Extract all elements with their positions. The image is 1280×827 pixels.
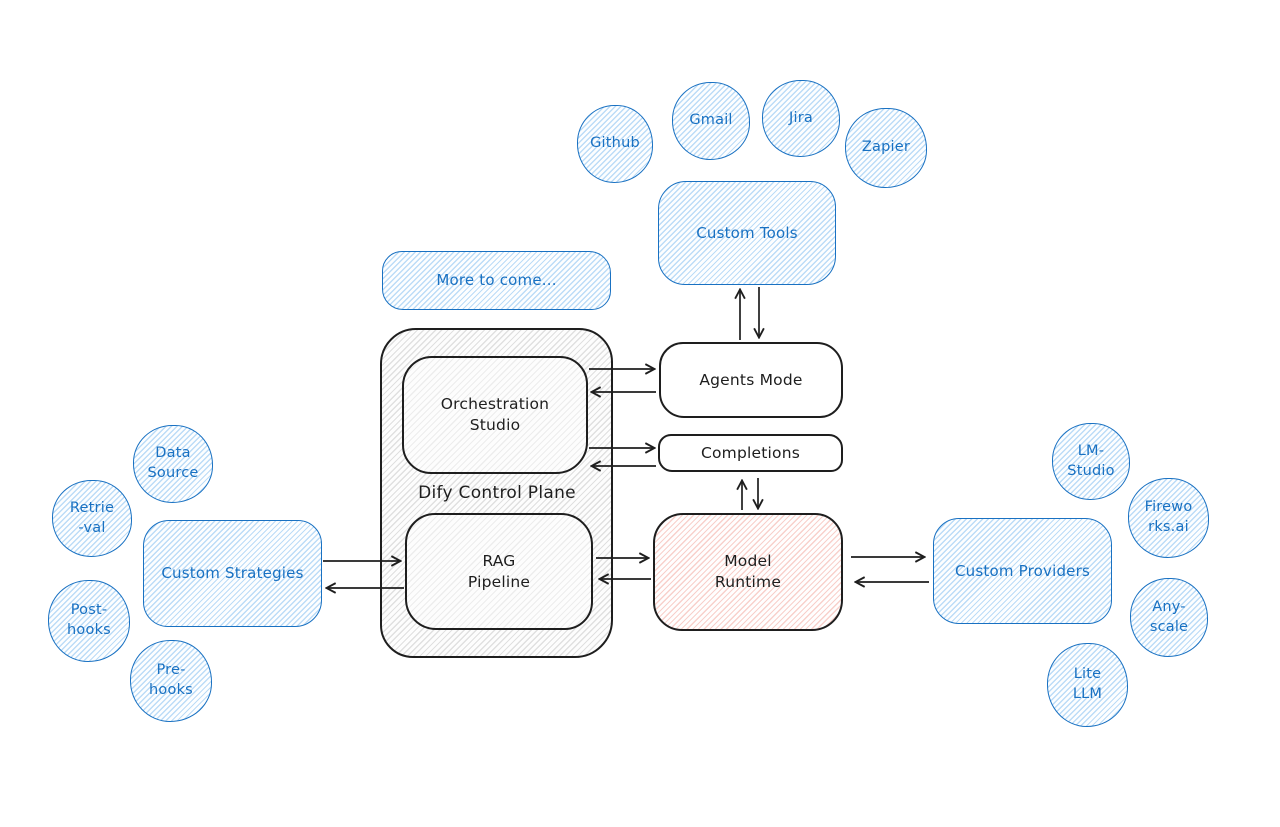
completions-label: Completions [700, 443, 801, 462]
dify-control-plane-label: Dify Control Plane [418, 483, 576, 503]
completions-box: Completions [658, 434, 843, 472]
retrieval-label: Retrie -val [69, 499, 115, 536]
orchestration-studio-label: Orchestration Studio [440, 395, 550, 434]
gmail-label: Gmail [689, 112, 733, 129]
pre-hooks-circle: Pre- hooks [130, 640, 212, 722]
anyscale-circle: Any- scale [1130, 578, 1208, 657]
gmail-circle: Gmail [672, 82, 750, 160]
lite-llm-label: Lite LLM [1072, 666, 1103, 702]
model-runtime-label: Model Runtime [714, 552, 782, 591]
anyscale-label: Any- scale [1149, 598, 1189, 635]
more-to-come-label: More to come... [436, 271, 557, 290]
custom-strategies-label: Custom Strategies [161, 564, 304, 583]
more-to-come-box: More to come... [382, 251, 611, 310]
model-runtime-box: Model Runtime [653, 513, 843, 631]
zapier-label: Zapier [861, 139, 911, 156]
github-label: Github [590, 135, 640, 152]
zapier-circle: Zapier [845, 108, 927, 188]
custom-providers-box: Custom Providers [933, 518, 1112, 624]
agents-mode-box: Agents Mode [659, 342, 843, 418]
github-circle: Github [577, 105, 653, 183]
custom-tools-label: Custom Tools [696, 223, 798, 242]
custom-strategies-box: Custom Strategies [143, 520, 322, 627]
jira-label: Jira [789, 109, 813, 126]
pre-hooks-label: Pre- hooks [149, 662, 193, 698]
jira-circle: Jira [762, 80, 840, 157]
data-source-circle: Data Source [133, 425, 213, 503]
custom-tools-box: Custom Tools [658, 181, 836, 285]
rag-pipeline-box: RAG Pipeline [405, 513, 593, 630]
rag-pipeline-label: RAG Pipeline [467, 551, 531, 591]
data-source-label: Data Source [147, 445, 199, 481]
lite-llm-circle: Lite LLM [1047, 643, 1128, 727]
lm-studio-label: LM- Studio [1067, 442, 1115, 479]
retrieval-circle: Retrie -val [52, 480, 132, 557]
post-hooks-label: Post- hooks [67, 602, 111, 638]
fireworks-label: Firewo rks.ai [1144, 499, 1193, 535]
lm-studio-circle: LM- Studio [1052, 423, 1130, 500]
agents-mode-label: Agents Mode [699, 370, 803, 389]
fireworks-circle: Firewo rks.ai [1128, 478, 1209, 558]
post-hooks-circle: Post- hooks [48, 580, 130, 662]
custom-providers-label: Custom Providers [954, 561, 1090, 580]
orchestration-studio-box: Orchestration Studio [402, 356, 588, 474]
